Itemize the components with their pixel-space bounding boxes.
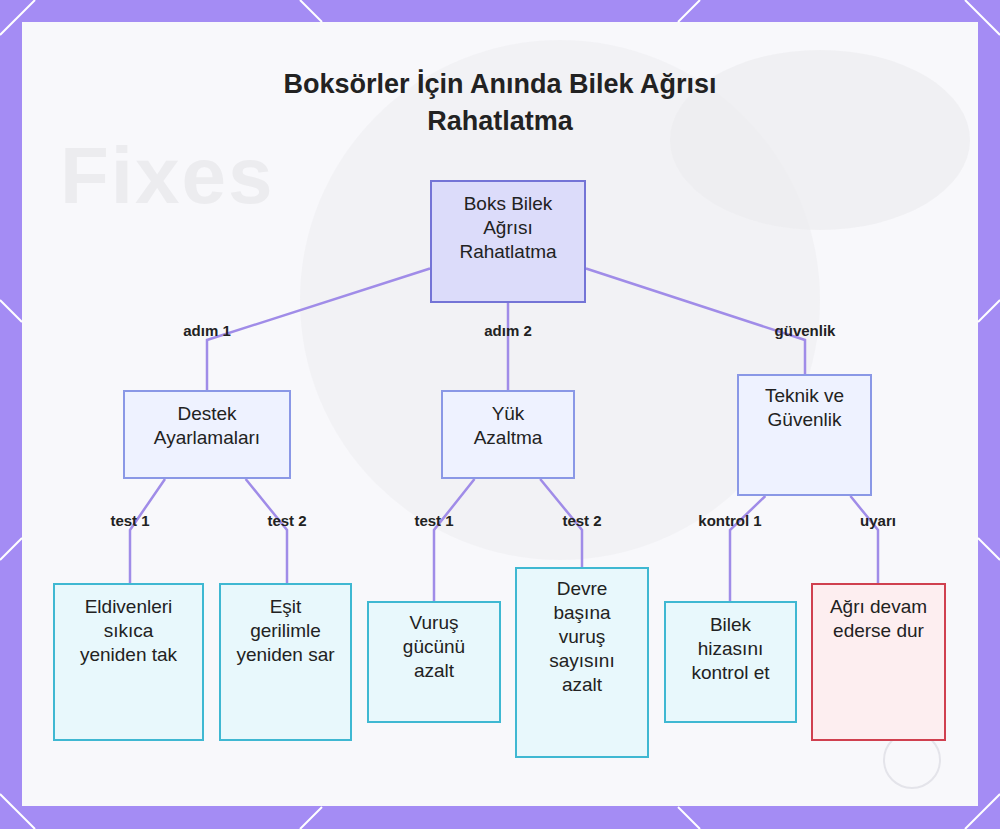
node-text: Devre başına vuruş sayısını azalt	[531, 577, 633, 697]
node-text: Eşit gerilimle yeniden sar	[235, 595, 336, 667]
connector-line	[434, 479, 475, 601]
warning-box: Ağrı devam ederse dur	[811, 583, 946, 741]
category-box: Teknik ve Güvenlik	[737, 374, 872, 496]
category-box: Yük Azaltma	[441, 390, 575, 479]
connector-line	[586, 269, 805, 374]
edge-label: uyarı	[857, 512, 899, 529]
action-box: Eldivenleri sıkıca yeniden tak	[53, 583, 204, 741]
category-box: Destek Ayarlamaları	[123, 390, 291, 479]
node-text: Teknik ve Güvenlik	[753, 384, 856, 432]
node-text: Destek Ayarlamaları	[139, 402, 275, 450]
node-text: Bilek hizasını kontrol et	[680, 613, 781, 685]
action-box: Bilek hizasını kontrol et	[664, 601, 797, 723]
edge-label: güvenlik	[772, 322, 839, 339]
edge-label: test 1	[411, 512, 456, 529]
action-box: Devre başına vuruş sayısını azalt	[515, 567, 649, 758]
edge-label: adım 2	[481, 322, 535, 339]
root-box: Boks Bilek Ağrısı Rahatlatma	[430, 180, 586, 303]
connector-line	[246, 479, 287, 583]
edge-label: test 2	[559, 512, 604, 529]
diagram-title: Boksörler İçin Anında Bilek Ağrısı Rahat…	[245, 66, 755, 140]
connector-line	[507, 303, 510, 390]
node-text: Yük Azaltma	[457, 402, 559, 450]
connector-line	[207, 269, 430, 390]
action-box: Eşit gerilimle yeniden sar	[219, 583, 352, 741]
edge-label: adım 1	[180, 322, 234, 339]
edge-label: test 1	[107, 512, 152, 529]
connector-line	[850, 496, 878, 583]
watermark-text: Fixes	[60, 130, 275, 222]
node-text: Vuruş gücünü azalt	[383, 611, 485, 683]
edge-label: kontrol 1	[695, 512, 764, 529]
node-text: Boks Bilek Ağrısı Rahatlatma	[446, 192, 570, 264]
action-box: Vuruş gücünü azalt	[367, 601, 501, 723]
edge-label: test 2	[264, 512, 309, 529]
node-text: Ağrı devam ederse dur	[827, 595, 930, 643]
diagram-title-wrap: Boksörler İçin Anında Bilek Ağrısı Rahat…	[200, 66, 800, 140]
connector-line	[130, 479, 165, 583]
node-text: Eldivenleri sıkıca yeniden tak	[69, 595, 188, 667]
